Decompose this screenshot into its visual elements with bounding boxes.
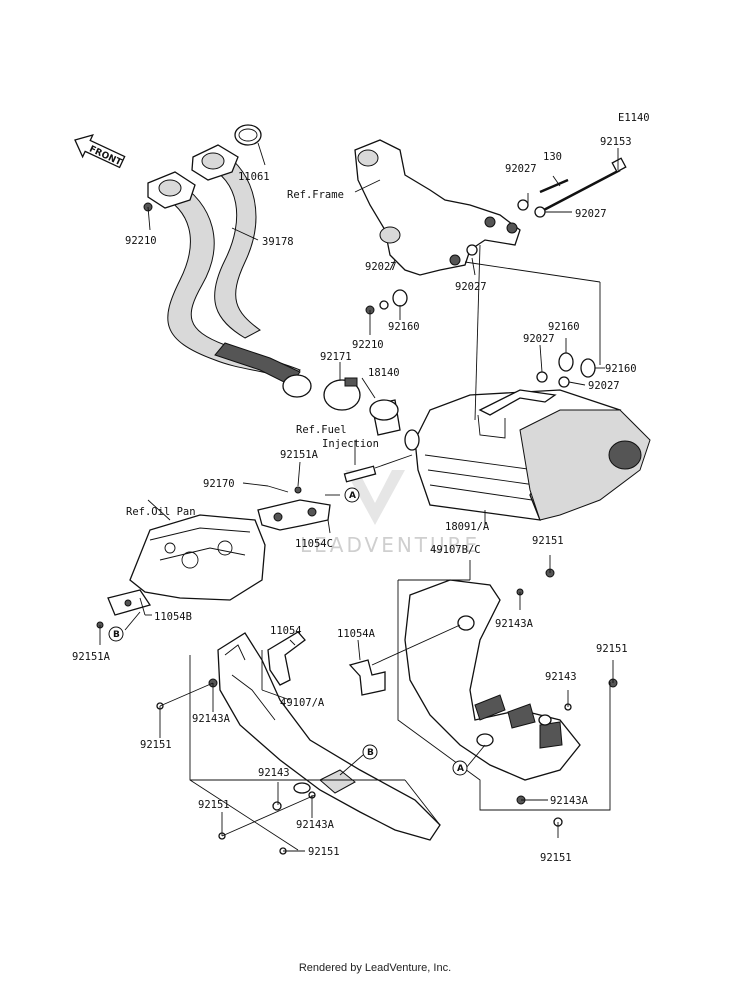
label-92143-l: 92143 <box>258 767 290 779</box>
label-92160-b: 92160 <box>548 321 580 333</box>
callout-b-bottom: B <box>339 744 378 776</box>
bracket-11054 <box>267 631 306 686</box>
label-92027-e: 92027 <box>523 333 555 345</box>
svg-text:A: A <box>457 764 464 774</box>
svg-text:A: A <box>349 491 356 501</box>
frame-bracket <box>354 139 521 276</box>
svg-text:B: B <box>367 748 374 758</box>
gasket-ring <box>234 124 262 146</box>
label-ref-frame: Ref.Frame <box>287 189 344 201</box>
label-92160-a: 92160 <box>388 321 420 333</box>
label-92143A-l2: 92143A <box>296 819 335 831</box>
label-92027-c: 92027 <box>365 261 397 273</box>
label-11054B: 11054B <box>154 611 192 623</box>
label-92151-l3: 92151 <box>308 846 340 858</box>
label-92210-mid: 92210 <box>352 339 384 351</box>
label-92151A-top: 92151A <box>280 449 319 461</box>
label-92143A-r: 92143A <box>495 618 534 630</box>
bracket-11054A <box>348 659 386 696</box>
footer-credit: Rendered by LeadVenture, Inc. <box>298 962 452 974</box>
label-92151-r1: 92151 <box>532 535 564 547</box>
bracket-11054C <box>257 499 331 531</box>
callout-a-bottom: A <box>452 760 468 776</box>
label-92143A-l: 92143A <box>192 713 231 725</box>
diagram-code: E1140 <box>618 112 650 124</box>
label-18140: 18140 <box>368 367 400 379</box>
label-92151-r3: 92151 <box>540 852 572 864</box>
bolt-130 <box>539 178 569 194</box>
label-11061: 11061 <box>238 171 270 183</box>
label-92151-l2: 92151 <box>198 799 230 811</box>
label-ref-oil-pan: Ref.Oil Pan <box>126 506 196 518</box>
label-92027-b: 92027 <box>575 208 607 220</box>
exhaust-header-pipe <box>147 144 312 398</box>
muffler <box>404 389 651 521</box>
label-49107A: 49107/A <box>280 697 325 709</box>
label-11054C: 11054C <box>295 538 333 550</box>
label-92143-r: 92143 <box>545 671 577 683</box>
label-39178: 39178 <box>262 236 294 248</box>
label-92170: 92170 <box>203 478 235 490</box>
part-labels: E1140 11061 92210 39178 Ref.Frame 130 92… <box>72 112 650 864</box>
label-92027-f: 92027 <box>588 380 620 392</box>
label-92210-top: 92210 <box>125 235 157 247</box>
watermark: LEADVENTURE <box>300 470 480 557</box>
label-49107BC: 49107B/C <box>430 544 481 556</box>
label-ref-fuel-injection: Injection <box>322 438 379 450</box>
front-arrow-icon: FRONT <box>74 134 126 168</box>
label-92151-l1: 92151 <box>140 739 172 751</box>
svg-text:B: B <box>113 630 120 640</box>
bolt-92153 <box>539 168 621 214</box>
label-18091A: 18091/A <box>445 521 490 533</box>
label-11054: 11054 <box>270 625 302 637</box>
oxygen-sensor <box>343 454 413 483</box>
label-92171: 92171 <box>320 351 352 363</box>
label-92143A-r2: 92143A <box>550 795 589 807</box>
label-130: 130 <box>543 151 562 163</box>
heat-cover-left <box>217 632 441 841</box>
label-92151A-bot: 92151A <box>72 651 111 663</box>
leader-lines <box>99 142 619 852</box>
callout-b-left: B <box>108 626 124 642</box>
oil-pan <box>129 514 266 601</box>
label-92160-c: 92160 <box>605 363 637 375</box>
clamp-92171 <box>323 379 361 411</box>
label-11054A: 11054A <box>337 628 376 640</box>
label-92027-d: 92027 <box>455 281 487 293</box>
label-92153: 92153 <box>600 136 632 148</box>
callout-a-top: A <box>344 487 360 503</box>
label-92027-a: 92027 <box>505 163 537 175</box>
label-92151-r2: 92151 <box>596 643 628 655</box>
label-ref-fuel: Ref.Fuel <box>296 424 347 436</box>
watermark-text: LEADVENTURE <box>300 533 480 557</box>
